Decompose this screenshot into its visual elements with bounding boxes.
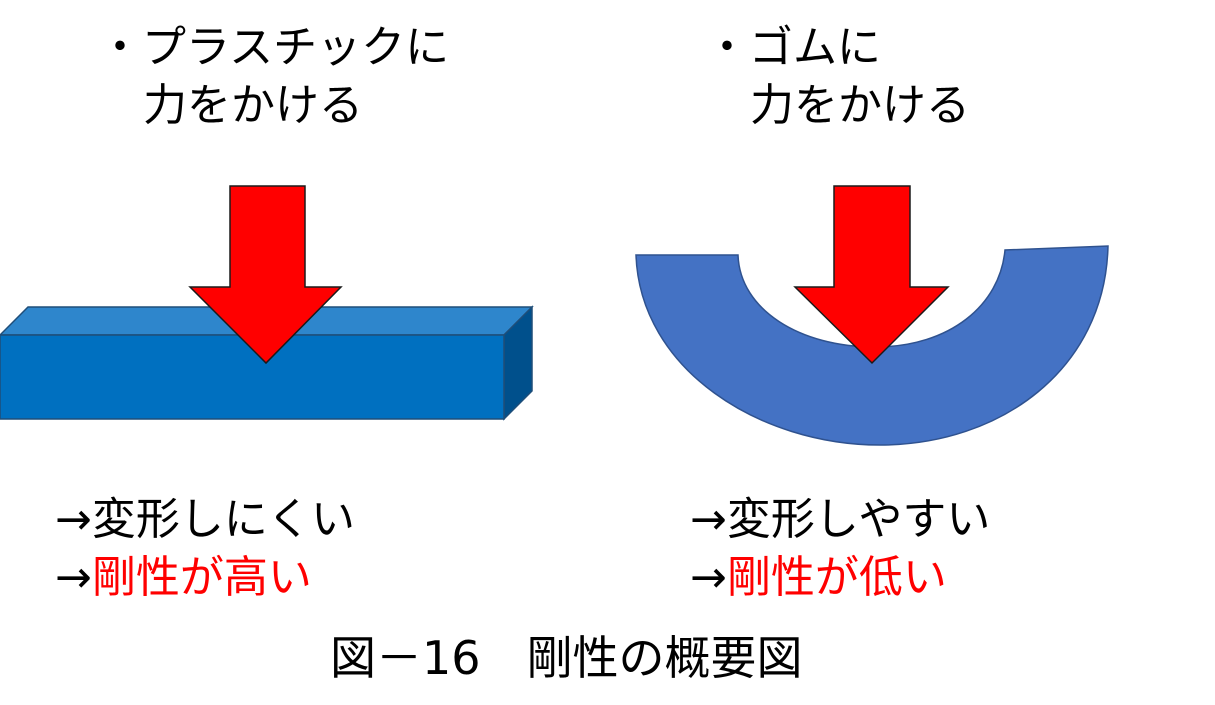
right-title-line2: 力をかける bbox=[750, 80, 970, 131]
right-result-line2: →剛性が低い bbox=[690, 550, 947, 606]
left-result-arrow: → bbox=[55, 552, 92, 603]
down-arrow-icon bbox=[793, 185, 950, 365]
right-title-line1: ・ゴムに bbox=[705, 22, 881, 73]
plastic-beam bbox=[0, 305, 534, 421]
figure-caption: 図－16 剛性の概要図 bbox=[330, 631, 803, 685]
down-arrow-icon bbox=[188, 185, 343, 365]
left-title-line2: 力をかける bbox=[143, 80, 363, 131]
right-result-arrow: → bbox=[690, 552, 727, 603]
right-result-line1: →変形しやすい bbox=[690, 494, 991, 545]
left-result-emphasis: 剛性が高い bbox=[91, 552, 312, 603]
left-result-line1: →変形しにくい bbox=[55, 494, 355, 545]
left-title-line1: ・プラスチックに bbox=[98, 22, 450, 73]
right-result-emphasis: 剛性が低い bbox=[726, 552, 947, 603]
rubber-arc bbox=[635, 245, 1109, 446]
left-result-line2: →剛性が高い bbox=[55, 550, 312, 606]
